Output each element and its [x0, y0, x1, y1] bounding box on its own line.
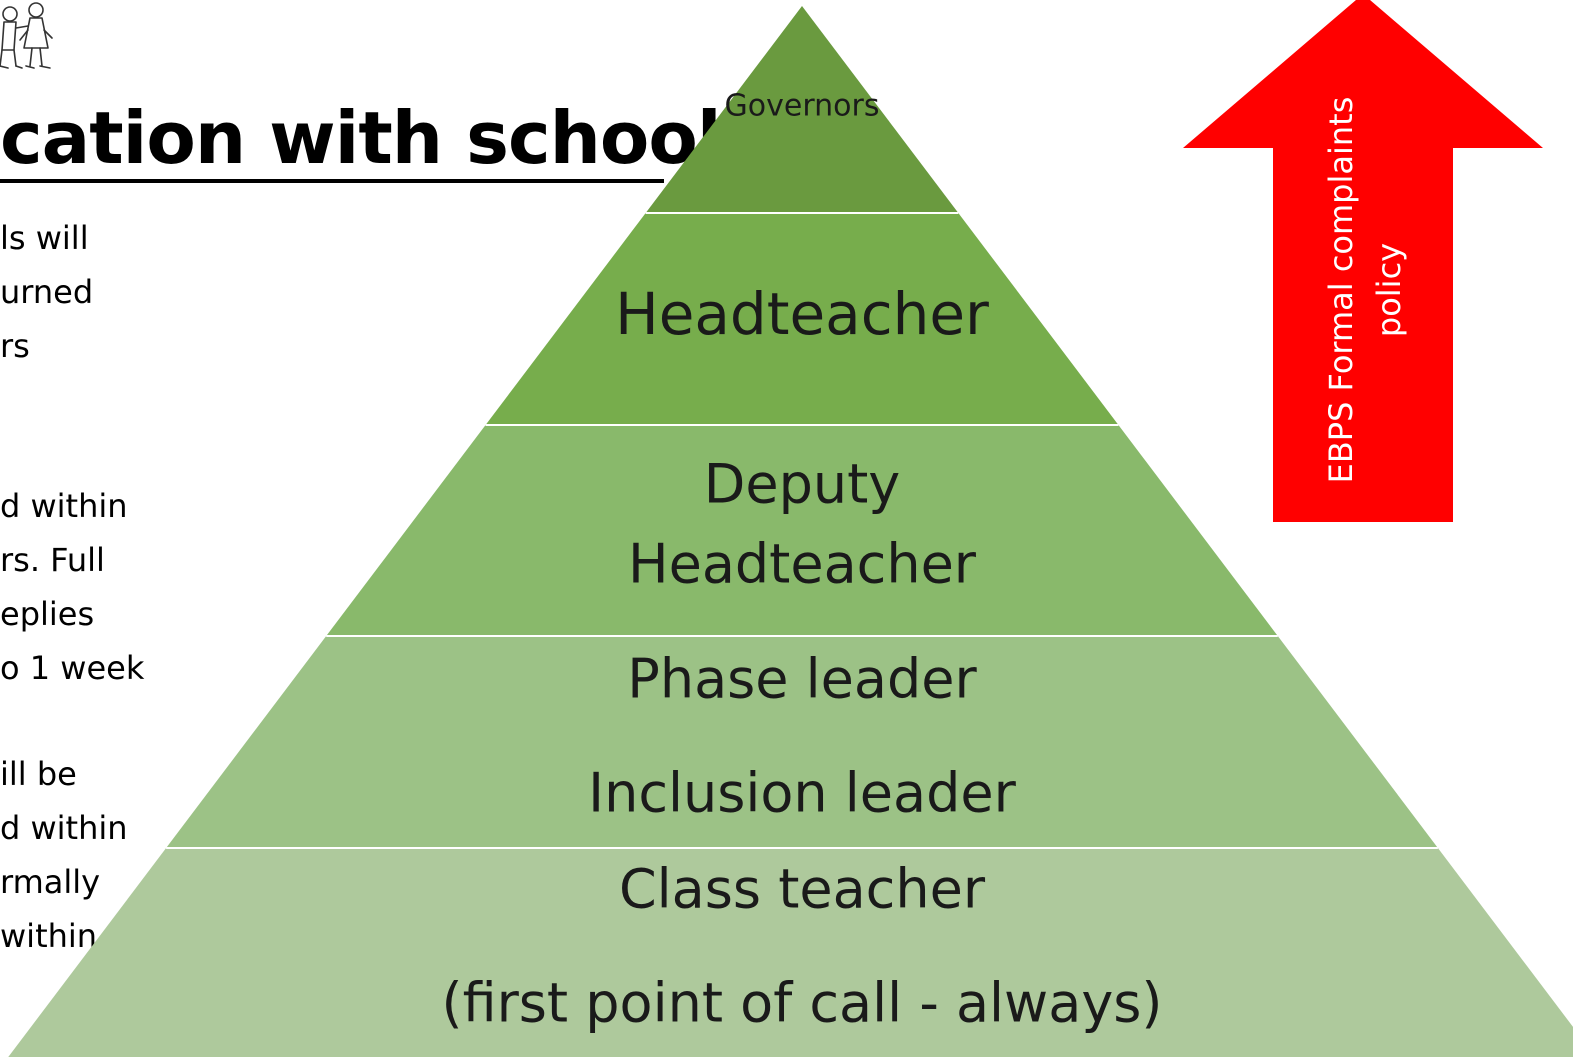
- pyramid-tier-class-teacher: [8, 848, 1573, 1057]
- heading-underline: [0, 179, 664, 183]
- body-text-line: rs. Full: [0, 541, 105, 579]
- tier-label-headteacher: Headteacher: [615, 280, 989, 348]
- arrow-label: EBPS Formal complaints policy: [1322, 97, 1408, 484]
- pyramid-tier-headteacher: [485, 213, 1119, 425]
- body-text-line: within: [0, 917, 98, 955]
- body-text-line: rmally: [0, 863, 101, 901]
- pyramid-tier-phase-inclusion: [166, 636, 1438, 848]
- body-text-line: ls will: [0, 219, 89, 257]
- tier-label-class-teacher: (first point of call - always): [442, 972, 1163, 1035]
- arrow-label-line: policy: [1370, 243, 1408, 337]
- tier-label-deputy: Headteacher: [628, 533, 977, 596]
- body-text-line: ill be: [0, 755, 77, 793]
- body-text-line: d within: [0, 487, 128, 525]
- body-text-line: urned: [0, 273, 94, 311]
- arrow-label-line: EBPS Formal complaints: [1322, 97, 1360, 484]
- page-heading: cation with school: [0, 96, 721, 180]
- formal-complaints-arrow: [1183, 0, 1543, 522]
- body-text-line: d within: [0, 809, 128, 847]
- tier-label-phase-inclusion: Inclusion leader: [588, 762, 1016, 825]
- tier-label-class-teacher: Class teacher: [619, 858, 986, 921]
- tier-label-phase-inclusion: Phase leader: [627, 648, 977, 711]
- tier-label-governors: Governors: [725, 89, 880, 124]
- pyramid-tier-deputy: [326, 425, 1278, 636]
- pyramid-tier-governors: [645, 6, 959, 213]
- body-text-line: eplies: [0, 595, 95, 633]
- tier-label-deputy: Deputy: [704, 453, 900, 516]
- school-logo-icon: [0, 2, 53, 69]
- body-text-line: o 1 week: [0, 649, 145, 687]
- body-text-line: rs: [0, 327, 30, 365]
